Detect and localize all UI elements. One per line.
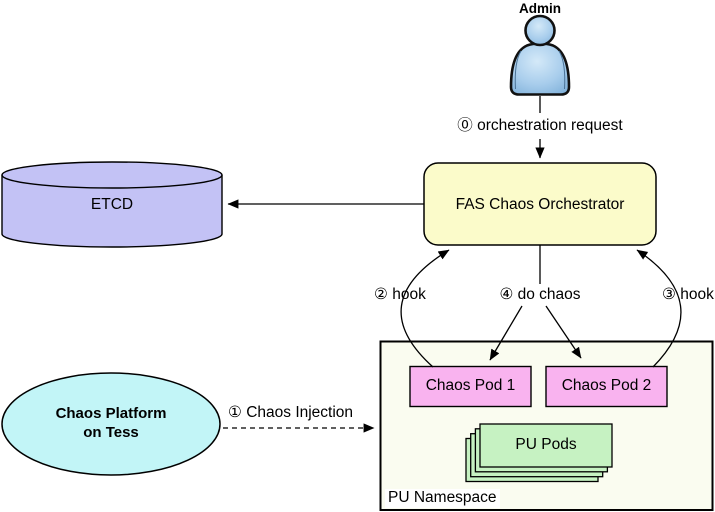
etcd-cylinder (1, 161, 223, 248)
orchestration-request-label: ⓪ orchestration request (457, 117, 623, 134)
pu-pods-stack (465, 423, 613, 483)
chaos-pod-1-label: Chaos Pod 1 (425, 377, 516, 395)
etcd-label: ETCD (90, 196, 134, 213)
chaos-platform-label-line2: on Tess (83, 424, 139, 441)
chaos-platform-label-line1: Chaos Platform (55, 405, 167, 422)
chaos-injection-label: ① Chaos Injection (228, 404, 354, 421)
edge-hook-3 (636, 249, 682, 368)
hook-2-label: ② hook (374, 286, 426, 303)
hook-3-label: ③ hook (662, 286, 714, 303)
do-chaos-label: ④ do chaos (499, 286, 581, 303)
orchestrator-label: FAS Chaos Orchestrator (455, 196, 625, 213)
pu-namespace-label: PU Namespace (385, 489, 500, 508)
pu-pods-label: PU Pods (515, 436, 577, 454)
chaos-platform-label: Chaos Platform on Tess (26, 404, 196, 442)
chaos-pod-2-box (545, 365, 668, 408)
edge-hook-2 (400, 249, 450, 368)
admin-person-icon (509, 14, 571, 96)
chaos-pod-1-box (409, 365, 532, 408)
admin-label: Admin (519, 1, 561, 16)
edge-do-chaos (489, 245, 582, 361)
chaos-pod-2-label: Chaos Pod 2 (561, 377, 652, 395)
chaos-platform-ellipse (1, 372, 221, 476)
